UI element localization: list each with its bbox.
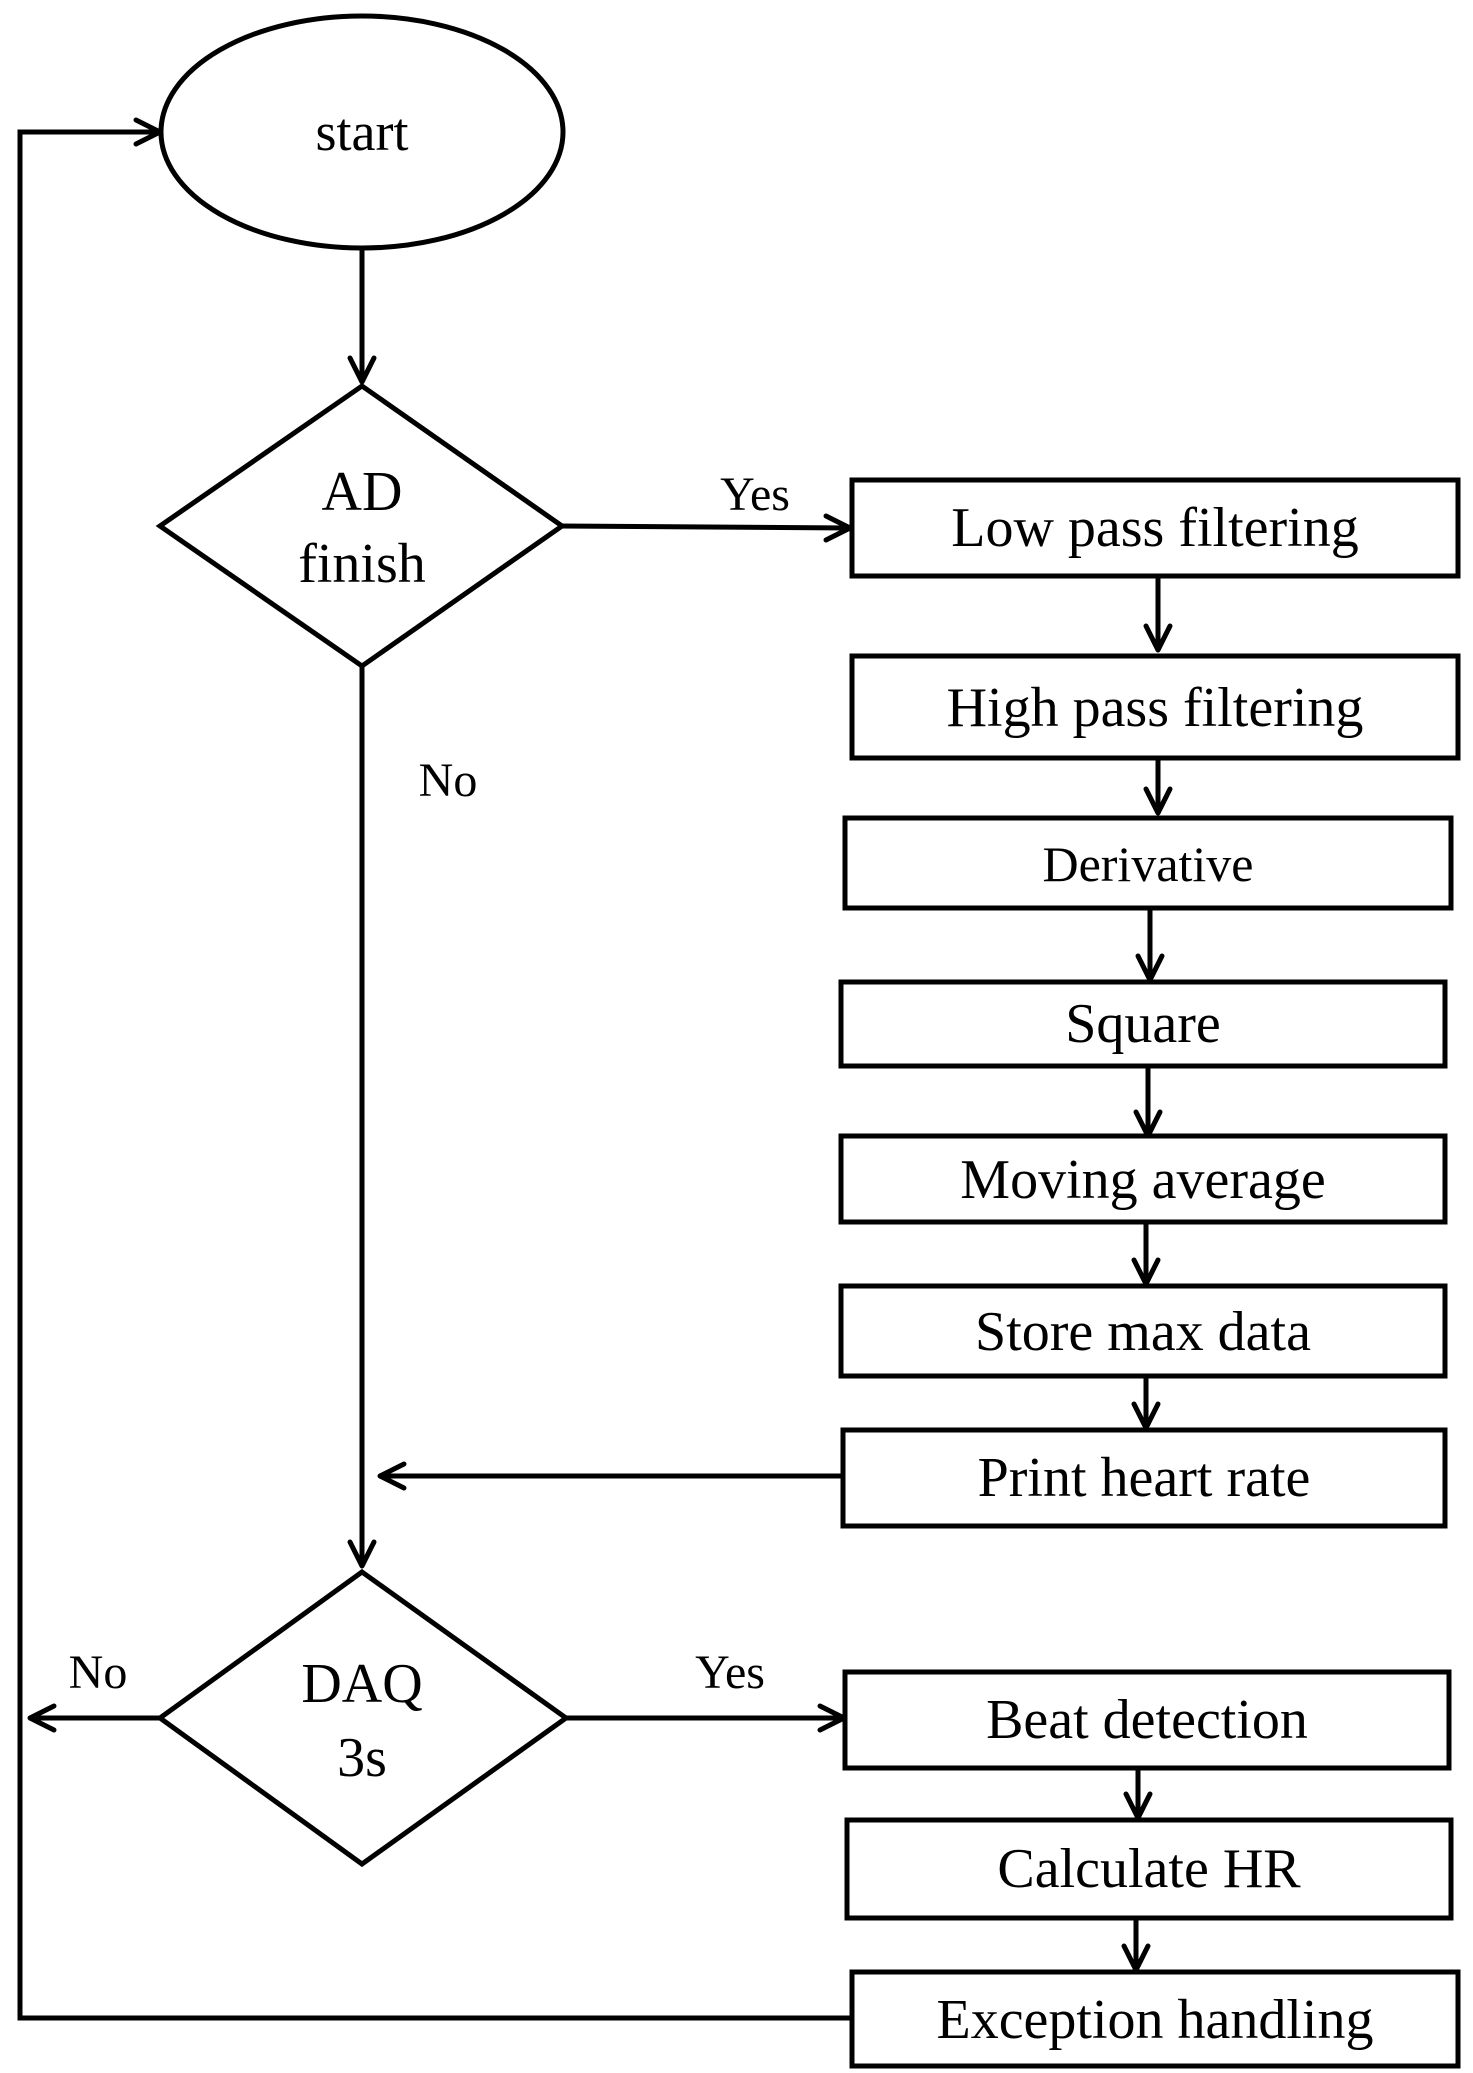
arrowhead-left-icon [377, 1461, 407, 1491]
ad-finish-label-line1: AD [322, 461, 403, 523]
print-heart-rate-box: Print heart rate [840, 1427, 1448, 1529]
daq-no-label: No [69, 1646, 128, 1699]
exception-handling-label: Exception handling [936, 1989, 1373, 2051]
arrowhead-down-icon [1143, 786, 1173, 816]
beat-detection-box: Beat detection [842, 1669, 1452, 1771]
daq-decision: DAQ 3s [155, 1568, 571, 1868]
arrowhead-left-icon [27, 1703, 57, 1733]
arrowhead-down-icon [1143, 623, 1173, 653]
ad-finish-decision: AD finish [155, 382, 567, 670]
moving-average-label: Moving average [960, 1149, 1325, 1211]
print-heart-rate-label: Print heart rate [978, 1447, 1311, 1509]
ad-no-label: No [419, 754, 478, 807]
low-pass-filtering-box: Low pass filtering [849, 477, 1461, 579]
square-box: Square [838, 979, 1448, 1069]
low-pass-filtering-label: Low pass filtering [951, 497, 1358, 559]
derivative-label: Derivative [1042, 836, 1253, 892]
start-node: start [158, 13, 566, 251]
store-max-data-box: Store max data [838, 1283, 1448, 1379]
arrowhead-down-icon [347, 355, 377, 385]
daq-yes-label: Yes [695, 1646, 765, 1699]
exception-handling-box: Exception handling [849, 1969, 1461, 2069]
daq-label-line2: 3s [337, 1727, 387, 1789]
square-label: Square [1065, 993, 1221, 1055]
derivative-box: Derivative [842, 815, 1454, 911]
daq-label-line1: DAQ [301, 1653, 422, 1715]
ad-yes-label: Yes [720, 468, 790, 521]
moving-average-box: Moving average [838, 1133, 1448, 1225]
store-max-data-label: Store max data [975, 1301, 1311, 1363]
calculate-hr-box: Calculate HR [844, 1817, 1454, 1921]
arrowhead-down-icon [347, 1539, 377, 1569]
high-pass-filtering-label: High pass filtering [947, 677, 1364, 739]
calculate-hr-label: Calculate HR [997, 1838, 1301, 1900]
beat-detection-label: Beat detection [986, 1689, 1308, 1751]
connector-ad-yes [559, 523, 851, 531]
connector-loop-back [17, 129, 850, 2021]
start-label: start [316, 102, 409, 162]
ad-finish-label-line2: finish [298, 533, 426, 595]
high-pass-filtering-box: High pass filtering [849, 653, 1461, 761]
